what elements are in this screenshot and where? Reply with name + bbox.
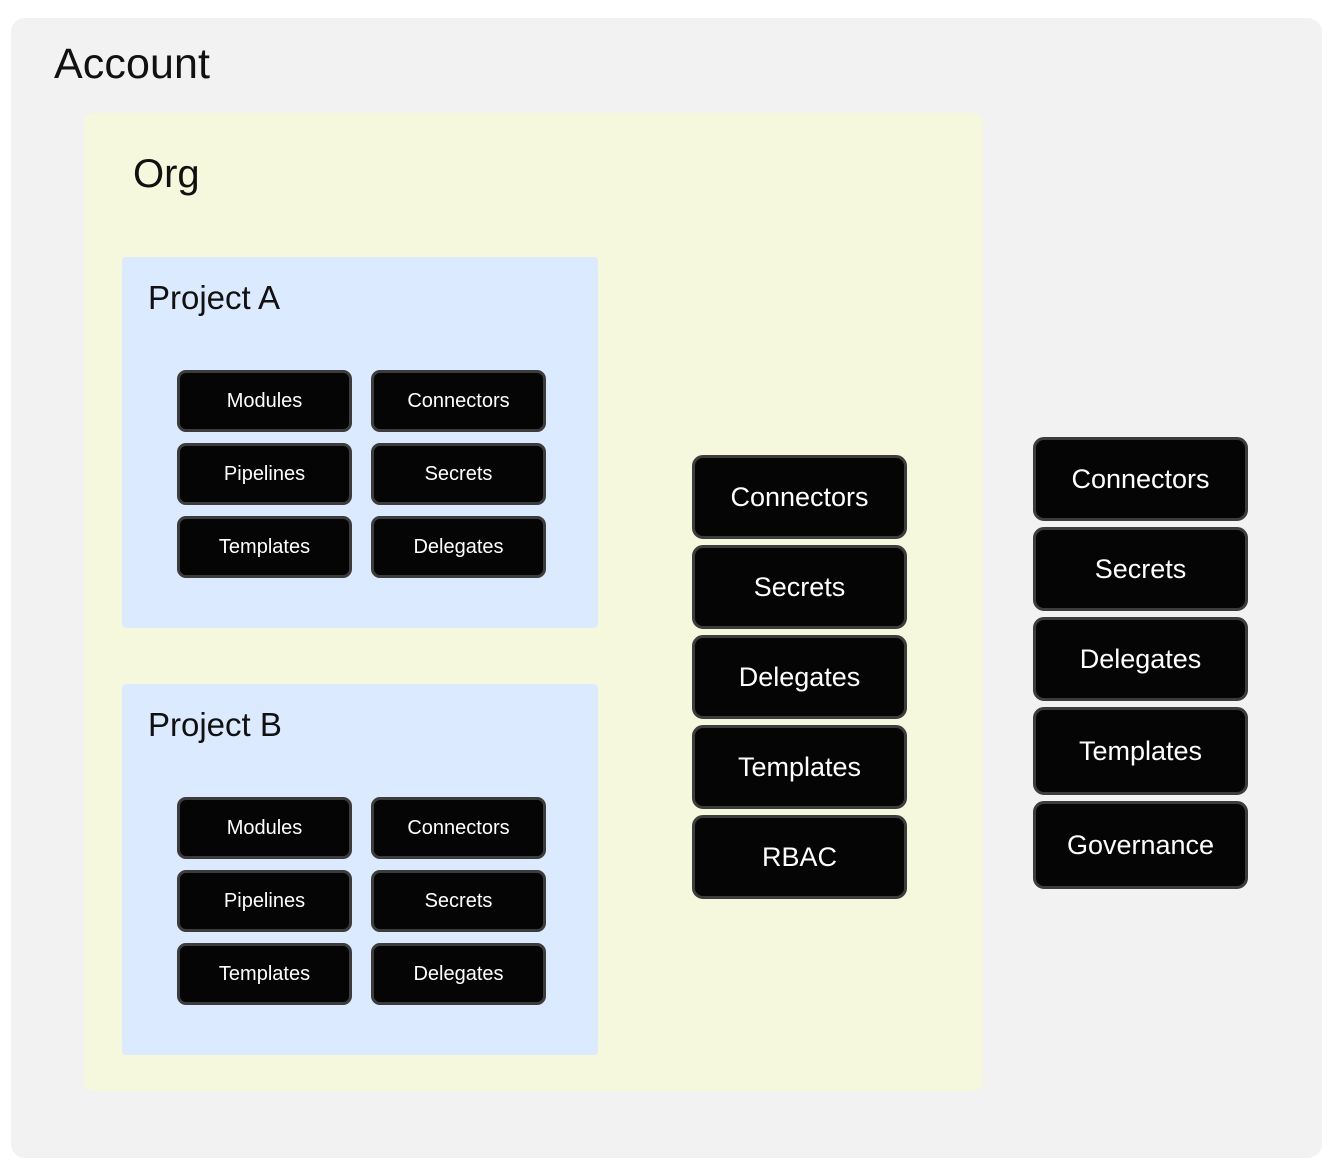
project-b-resource-pipelines[interactable]: Pipelines	[177, 870, 352, 932]
org-resource-delegates[interactable]: Delegates	[692, 635, 907, 719]
project-b-resource-delegates[interactable]: Delegates	[371, 943, 546, 1005]
project-b-resource-connectors[interactable]: Connectors	[371, 797, 546, 859]
project-b-resource-grid: Modules Connectors Pipelines Secrets Tem…	[177, 797, 546, 1005]
account-resource-delegates[interactable]: Delegates	[1033, 617, 1248, 701]
org-resource-templates[interactable]: Templates	[692, 725, 907, 809]
project-a-resource-connectors[interactable]: Connectors	[371, 370, 546, 432]
project-b-resource-modules[interactable]: Modules	[177, 797, 352, 859]
org-resource-column: Connectors Secrets Delegates Templates R…	[692, 455, 907, 899]
project-b-label: Project B	[148, 706, 282, 743]
account-scope-container: Account Org Project A Modules Connectors…	[11, 18, 1322, 1158]
project-a-resource-grid: Modules Connectors Pipelines Secrets Tem…	[177, 370, 546, 578]
org-resource-rbac[interactable]: RBAC	[692, 815, 907, 899]
org-resource-connectors[interactable]: Connectors	[692, 455, 907, 539]
org-resource-secrets[interactable]: Secrets	[692, 545, 907, 629]
project-b-resource-templates[interactable]: Templates	[177, 943, 352, 1005]
project-a-resource-templates[interactable]: Templates	[177, 516, 352, 578]
account-resource-column: Connectors Secrets Delegates Templates G…	[1033, 437, 1248, 889]
project-a-resource-delegates[interactable]: Delegates	[371, 516, 546, 578]
account-resource-templates[interactable]: Templates	[1033, 707, 1248, 795]
project-b-container: Project B Modules Connectors Pipelines S…	[122, 684, 598, 1055]
project-a-container: Project A Modules Connectors Pipelines S…	[122, 257, 598, 628]
project-a-resource-modules[interactable]: Modules	[177, 370, 352, 432]
org-scope-container: Org Project A Modules Connectors Pipelin…	[84, 113, 983, 1091]
account-resource-secrets[interactable]: Secrets	[1033, 527, 1248, 611]
project-a-label: Project A	[148, 279, 281, 316]
account-resource-governance[interactable]: Governance	[1033, 801, 1248, 889]
account-scope-label: Account	[54, 40, 211, 88]
org-scope-label: Org	[133, 152, 200, 196]
project-b-resource-secrets[interactable]: Secrets	[371, 870, 546, 932]
account-resource-connectors[interactable]: Connectors	[1033, 437, 1248, 521]
project-a-resource-pipelines[interactable]: Pipelines	[177, 443, 352, 505]
project-a-resource-secrets[interactable]: Secrets	[371, 443, 546, 505]
